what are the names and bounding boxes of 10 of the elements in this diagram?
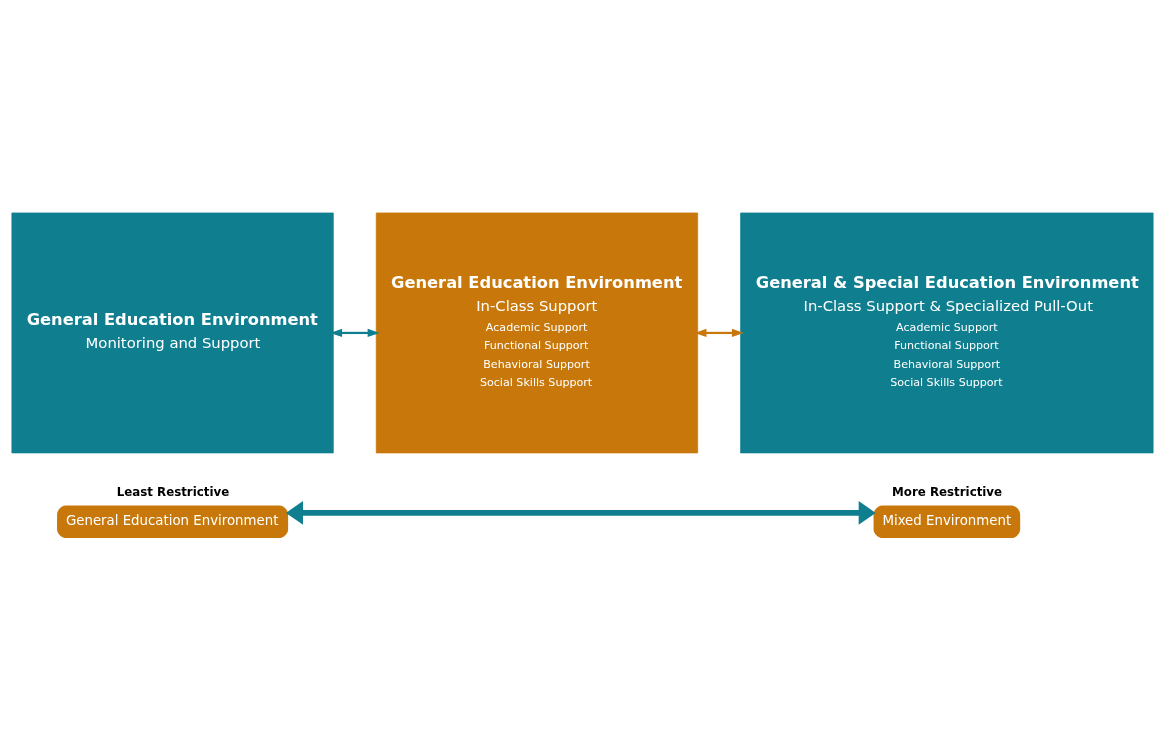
node-label: Least Restrictive xyxy=(116,484,230,499)
arrow xyxy=(694,328,744,337)
node-box: General Education Environment Monitoring and Support xyxy=(11,212,334,453)
arrow xyxy=(285,500,876,525)
node-box: Mixed Environment xyxy=(873,505,1021,538)
node-box: General Education Environment In-Class Support Academic Support Functional Support Behavioral Support Social Skills Support xyxy=(375,212,699,453)
arrow xyxy=(330,328,380,337)
node-label: More Restrictive xyxy=(892,484,1003,499)
node-box: General & Special Education Environment In-Class Support & Specialized Pull-Out Academic Support Functional Support Behavioral Support Social Skills Support xyxy=(740,212,1154,453)
node-box: General Education Environment xyxy=(57,505,289,538)
